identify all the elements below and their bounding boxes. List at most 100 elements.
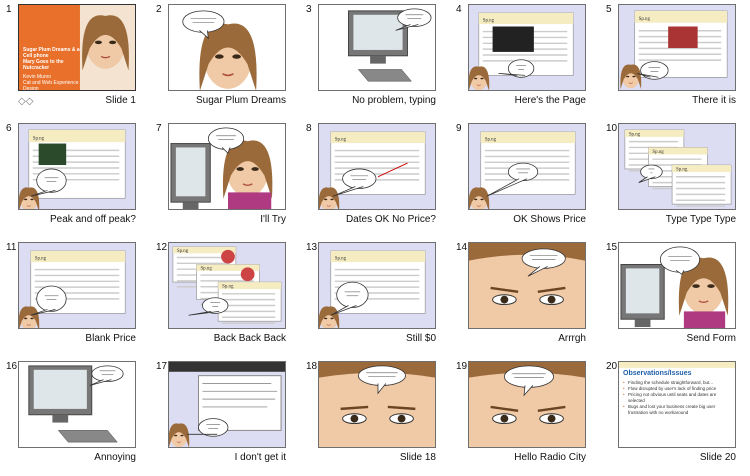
slide-preview-image	[169, 5, 285, 90]
slide-thumbnail[interactable]: Sp.ng Sp.ng Sp.ng	[618, 123, 736, 210]
slide-preview-image: Sp.ng	[319, 124, 435, 209]
slide-title-label: Slide 20	[699, 452, 736, 463]
slide-number: 9	[456, 123, 462, 134]
bullet-dot-icon: •	[623, 392, 625, 397]
svg-text:Sp.ng: Sp.ng	[639, 17, 651, 22]
slide-title-label: OK Shows Price	[513, 214, 586, 225]
slide-preview-image	[469, 362, 585, 447]
svg-text:Sp.ng: Sp.ng	[35, 257, 47, 262]
bullet-text: Bugs and lost your business create big u…	[628, 404, 716, 415]
slide-item-2[interactable]: 2 Sugar Plum Dreams	[150, 0, 300, 119]
slide-thumbnail[interactable]: Sp.ng	[318, 123, 436, 210]
slide-title-label: Type Type Type	[665, 214, 736, 225]
slide-title-label: Still $0	[405, 333, 436, 344]
slide-item-7[interactable]: 7 I'll Try	[150, 119, 300, 238]
slide-number: 7	[156, 123, 162, 134]
slide-preview-image	[19, 362, 135, 447]
slide-20-bullet: •Pricing not obvious until seats and dat…	[623, 392, 733, 404]
slide-item-6[interactable]: 6 Sp.ng Peak and off peak?	[0, 119, 150, 238]
slide-item-3[interactable]: 3 No problem, typing	[300, 0, 450, 119]
slide-item-12[interactable]: 12 Sp.ng Sp.ng Sp.ng Back Back Back	[150, 238, 300, 357]
bullet-text: Pricing not obvious until seats and date…	[628, 392, 717, 403]
slide-item-14[interactable]: 14 Arrrgh	[450, 238, 600, 357]
slide-number: 10	[606, 123, 618, 134]
slide-number: 13	[306, 242, 318, 253]
bullet-dot-icon: •	[623, 386, 625, 391]
slide-thumbnail[interactable]	[318, 361, 436, 448]
slide-title-label: Here's the Page	[514, 95, 586, 106]
slide-thumbnail[interactable]	[168, 361, 286, 448]
slide-number: 16	[6, 361, 18, 372]
bullet-text: Flow disrupted by user's lack of finding…	[628, 386, 717, 391]
slide-number: 20	[606, 361, 618, 372]
slide-thumbnail[interactable]	[168, 4, 286, 91]
slide-item-11[interactable]: 11 Sp.ng Blank Price	[0, 238, 150, 357]
slide-item-5[interactable]: 5 Sp.ng There it is	[600, 0, 750, 119]
slide-item-18[interactable]: 18 Slide 18	[300, 357, 450, 476]
slide-preview-image: Sp.ng	[469, 5, 585, 90]
slide-item-19[interactable]: 19 Hello Radio City	[450, 357, 600, 476]
slide-item-10[interactable]: 10 Sp.ng Sp.ng Sp.ng Type Type Type	[600, 119, 750, 238]
slide-thumbnail[interactable]: Sp.ng	[618, 4, 736, 91]
slide-number: 12	[156, 242, 168, 253]
slide-item-16[interactable]: 16 Annoying	[0, 357, 150, 476]
slide-20-content: Observations/Issues•Finding the schedule…	[623, 370, 733, 416]
slide-title-label: Peak and off peak?	[50, 214, 136, 225]
slide-item-17[interactable]: 17 I don't get it	[150, 357, 300, 476]
slide-number: 3	[306, 4, 312, 15]
slide-thumbnail[interactable]: Sp.ng	[468, 123, 586, 210]
slide-item-20[interactable]: 20 Observations/Issues•Finding the sched…	[600, 357, 750, 476]
svg-text:Sp.ng: Sp.ng	[222, 285, 234, 290]
slide-title-label: I don't get it	[234, 452, 286, 463]
slide-thumbnail[interactable]	[18, 361, 136, 448]
slide-thumbnail[interactable]: Observations/Issues•Finding the schedule…	[618, 361, 736, 448]
slide-preview-image	[169, 124, 285, 209]
slide-thumbnail[interactable]: Sp.ng	[18, 123, 136, 210]
slide-item-13[interactable]: 13 Sp.ng Still $0	[300, 238, 450, 357]
slide-thumbnail[interactable]	[468, 361, 586, 448]
slide-item-9[interactable]: 9 Sp.ng OK Shows Price	[450, 119, 600, 238]
bullet-dot-icon: •	[623, 380, 625, 385]
slide-thumbnail[interactable]	[618, 242, 736, 329]
slide-preview-image	[619, 243, 735, 328]
slide-preview-image: Sp.ng	[319, 243, 435, 328]
slide-preview-image: Sp.ng Sp.ng Sp.ng	[619, 124, 735, 209]
slide-title-label: Sugar Plum Dreams	[195, 95, 286, 106]
slide-number: 14	[456, 242, 468, 253]
slide-title-label: Back Back Back	[213, 333, 286, 344]
svg-text:Sp.ng: Sp.ng	[335, 257, 347, 262]
svg-text:Sp.ng: Sp.ng	[177, 249, 189, 254]
slide-thumbnail[interactable]: Sp.ng	[18, 242, 136, 329]
svg-text:Sp.ng: Sp.ng	[200, 266, 212, 271]
slide-number: 1	[6, 4, 12, 15]
title-line: Nutcracker	[23, 65, 50, 71]
slide-title-label: Send Form	[686, 333, 736, 344]
slide-preview-image: Sp.ng	[19, 243, 135, 328]
slide-title-label: There it is	[692, 95, 736, 106]
slide-title-label: Slide 18	[399, 452, 436, 463]
slide-thumbnail[interactable]: Sp.ng Sp.ng Sp.ng	[168, 242, 286, 329]
bullet-text: Finding the schedule straightforward, bu…	[628, 380, 714, 385]
slide-title-label: Annoying	[94, 452, 136, 463]
title-line: Sugar Plum Dreams & a Cell phone	[23, 47, 80, 59]
slide-number: 8	[306, 123, 312, 134]
svg-text:Sp.ng: Sp.ng	[485, 138, 497, 143]
title-line: Mary Goes to the	[23, 59, 64, 65]
svg-text:Sp.ng: Sp.ng	[652, 150, 664, 155]
slide-item-8[interactable]: 8 Sp.ng Dates OK No Price?	[300, 119, 450, 238]
slide-title-label: Slide 1	[105, 95, 136, 106]
slide-thumbnail[interactable]	[318, 4, 436, 91]
slide-thumbnail[interactable]: Sp.ng	[468, 4, 586, 91]
slide-item-15[interactable]: 15 Send Form	[600, 238, 750, 357]
slide-title-label: Blank Price	[85, 333, 136, 344]
slide-item-4[interactable]: 4 Sp.ng Here's the Page	[450, 0, 600, 119]
slide-preview-image	[469, 243, 585, 328]
slide-thumbnail[interactable]	[468, 242, 586, 329]
slide-preview-image	[319, 5, 435, 90]
slide-thumbnail[interactable]: Sp.ng	[318, 242, 436, 329]
slide-thumbnail[interactable]	[168, 123, 286, 210]
slide-transition-icon: ◇◇	[18, 96, 34, 107]
